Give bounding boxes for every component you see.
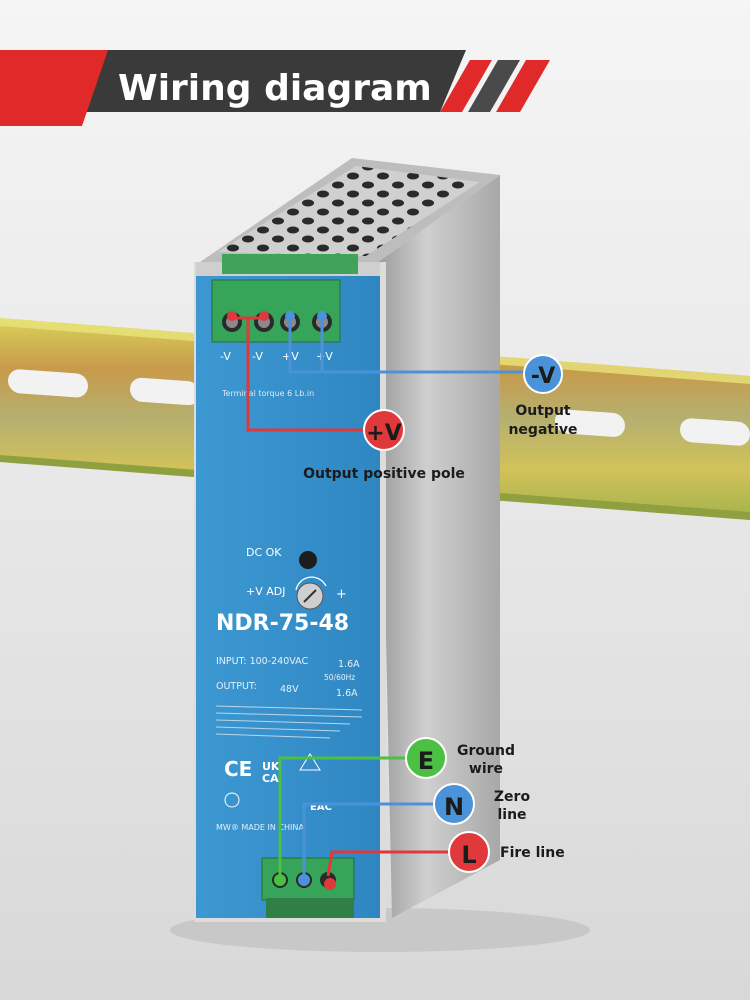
title-banner: Wiring diagram: [0, 50, 550, 126]
ce-mark: CE: [224, 757, 252, 781]
spec-block: INPUT: 100-240VAC 1.6A 50/60Hz OUTPUT: 4…: [216, 656, 360, 699]
spec-input: INPUT: 100-240VAC: [216, 656, 308, 667]
badge-earth-symbol: E: [418, 747, 434, 775]
badge-pos-label: Output positive pole: [303, 466, 465, 482]
badge-neg-label-1: Output: [515, 403, 571, 419]
unit-side-panel: [378, 175, 500, 918]
badge-earth: E Ground wire: [405, 737, 515, 779]
unit-front-panel: [194, 262, 386, 922]
ukca-top: UK: [262, 760, 280, 773]
warning-triangle-icon: [299, 753, 321, 771]
ukca-bottom: CA: [262, 772, 279, 785]
unit-top-vent: [200, 158, 500, 262]
badge-neutral-label-2: line: [497, 807, 526, 823]
dc-ok-label: DC OK: [246, 546, 282, 559]
spec-frequency: 50/60Hz: [324, 673, 355, 682]
top-terminal-block: [211, 254, 358, 343]
wire-neutral: [302, 802, 452, 876]
torque-text: Terminal torque 6 Lb.in: [221, 389, 314, 398]
wire-line: [326, 850, 468, 877]
adj-potentiometer[interactable]: [295, 576, 327, 610]
made-in-text: MW® MADE IN CHINA: [216, 823, 304, 832]
spec-output-label: OUTPUT:: [216, 681, 257, 692]
badge-pos-symbol: +V: [366, 421, 401, 446]
adj-label: +V ADJ: [246, 585, 285, 598]
model-name: NDR-75-48: [216, 611, 349, 636]
ul-mark-icon: [224, 792, 240, 808]
badge-earth-label-1: Ground: [457, 743, 515, 759]
wire-output-negative: [288, 318, 543, 374]
badge-earth-label-2: wire: [469, 761, 503, 777]
page-title: Wiring diagram: [118, 68, 432, 109]
fine-print-lines: [215, 705, 363, 739]
badge-line-symbol: L: [461, 841, 476, 869]
wire-earth: [278, 756, 424, 876]
bottom-terminal-block: [261, 857, 355, 918]
terminal-dots: [227, 311, 336, 890]
badge-neutral-symbol: N: [444, 793, 464, 821]
spec-output-current: 1.6A: [336, 688, 358, 699]
badge-line: L Fire line: [448, 831, 565, 873]
badge-output-negative: -V Output negative: [508, 354, 578, 438]
badge-neg-label-2: negative: [508, 422, 577, 438]
terminal-label-2: -V: [252, 350, 263, 363]
dc-ok-led: [299, 551, 317, 569]
badge-neutral: N Zero line: [433, 783, 531, 825]
wire-output-positive: [232, 316, 382, 432]
spec-input-current: 1.6A: [338, 659, 360, 670]
badge-output-positive: +V Output positive pole: [303, 409, 465, 482]
badge-line-label: Fire line: [500, 845, 565, 861]
adj-plus: +: [336, 587, 347, 602]
badge-neutral-label-1: Zero: [494, 789, 531, 805]
terminal-label-4: +V: [316, 350, 333, 363]
spec-output-voltage: 48V: [280, 684, 299, 695]
terminal-label-1: -V: [220, 350, 231, 363]
badge-neg-symbol: -V: [531, 364, 556, 389]
eac-mark: EAC: [310, 802, 332, 813]
